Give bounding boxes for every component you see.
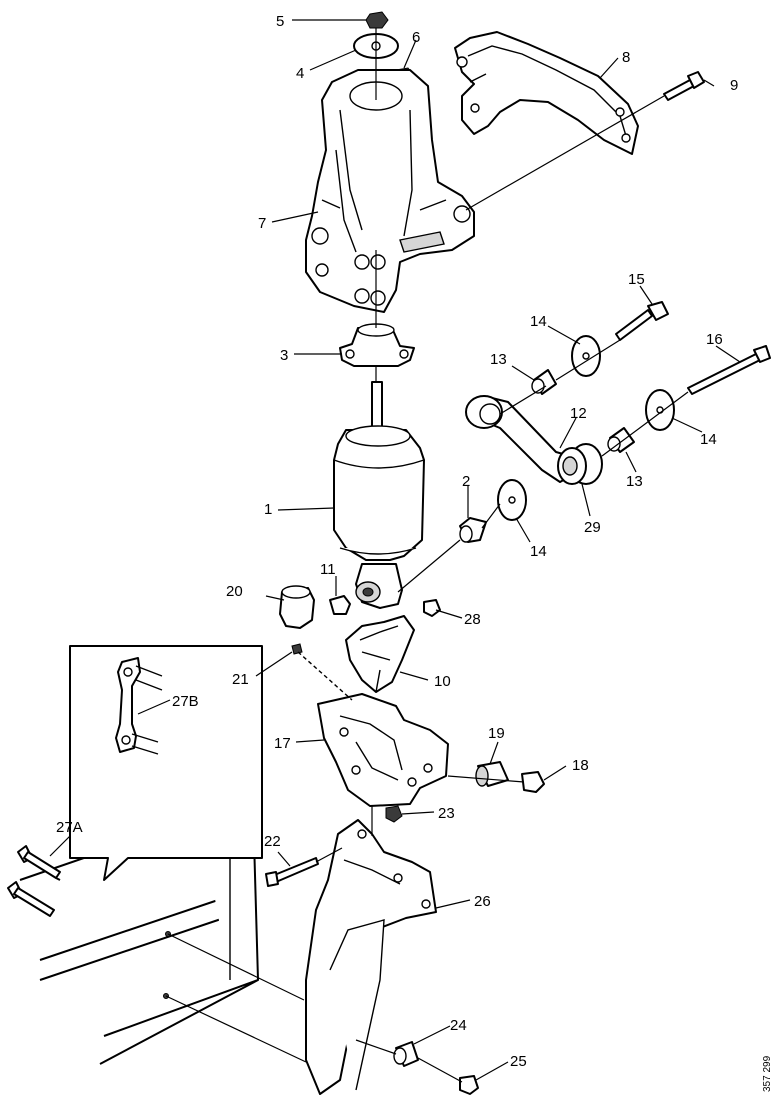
label-15: 15 bbox=[628, 271, 645, 288]
label-28: 28 bbox=[464, 611, 481, 628]
label-5: 5 bbox=[276, 13, 284, 30]
part-labels: 5 4 6 8 9 7 3 15 14 16 13 12 14 13 2 1 2… bbox=[56, 13, 738, 1070]
part-bracket-8 bbox=[454, 31, 639, 155]
label-2: 2 bbox=[462, 473, 470, 490]
part-bolt-15 bbox=[615, 301, 669, 341]
label-1: 1 bbox=[264, 501, 272, 518]
part-washer-14-lower bbox=[497, 479, 527, 521]
part-cap-11 bbox=[329, 595, 351, 615]
label-26: 26 bbox=[474, 893, 491, 910]
part-bolt-22 bbox=[265, 857, 319, 887]
label-10: 10 bbox=[434, 673, 451, 690]
part-bolts-27A bbox=[7, 845, 61, 917]
label-14-upper: 14 bbox=[530, 313, 547, 330]
part-upper-mount-3 bbox=[339, 323, 415, 367]
label-27B: 27B bbox=[172, 693, 199, 710]
part-bushing-24 bbox=[393, 1041, 419, 1067]
label-13-lower: 13 bbox=[626, 473, 643, 490]
part-clamp-10 bbox=[345, 615, 415, 693]
label-14-right: 14 bbox=[700, 431, 717, 448]
label-18: 18 bbox=[572, 757, 589, 774]
part-arm-26 bbox=[305, 819, 437, 1095]
reference-code: 357 299 bbox=[762, 1055, 773, 1092]
label-12: 12 bbox=[570, 405, 587, 422]
label-4: 4 bbox=[296, 65, 304, 82]
label-25: 25 bbox=[510, 1053, 527, 1070]
part-spacer-13-upper bbox=[531, 369, 557, 395]
label-3: 3 bbox=[280, 347, 288, 364]
part-mount-casting-7 bbox=[305, 69, 475, 313]
label-29: 29 bbox=[584, 519, 601, 536]
label-11: 11 bbox=[320, 561, 336, 578]
part-air-spring-1 bbox=[333, 381, 425, 609]
label-8: 8 bbox=[622, 49, 630, 66]
label-17: 17 bbox=[274, 735, 291, 752]
label-14-lower: 14 bbox=[530, 543, 547, 560]
label-23: 23 bbox=[438, 805, 455, 822]
part-nut-25 bbox=[459, 1075, 479, 1095]
part-washer-14-right bbox=[645, 389, 675, 431]
part-buffer-20 bbox=[279, 585, 315, 629]
part-nut-23 bbox=[385, 805, 403, 823]
label-27A: 27A bbox=[56, 819, 83, 836]
label-6: 6 bbox=[412, 29, 420, 46]
label-24: 24 bbox=[450, 1017, 467, 1034]
part-spacer-19 bbox=[475, 761, 509, 787]
label-7: 7 bbox=[258, 215, 266, 232]
label-13-upper: 13 bbox=[490, 351, 507, 368]
part-nut-5 bbox=[365, 11, 389, 29]
part-nut-18 bbox=[521, 771, 545, 793]
label-20: 20 bbox=[226, 583, 243, 600]
label-19: 19 bbox=[488, 725, 505, 742]
part-bracket-17 bbox=[317, 693, 449, 807]
label-22: 22 bbox=[264, 833, 281, 850]
inset-detail-27B bbox=[69, 645, 263, 881]
part-bolt-9 bbox=[663, 71, 705, 101]
part-washer-21 bbox=[291, 643, 303, 655]
part-bushing-2 bbox=[459, 517, 487, 543]
leader-lines bbox=[49, 19, 741, 1083]
part-bolt-16 bbox=[687, 345, 771, 395]
label-9: 9 bbox=[730, 77, 738, 94]
label-21: 21 bbox=[232, 671, 249, 688]
label-16: 16 bbox=[706, 331, 723, 348]
part-link-12 bbox=[465, 395, 603, 485]
part-nut-28 bbox=[423, 599, 441, 617]
